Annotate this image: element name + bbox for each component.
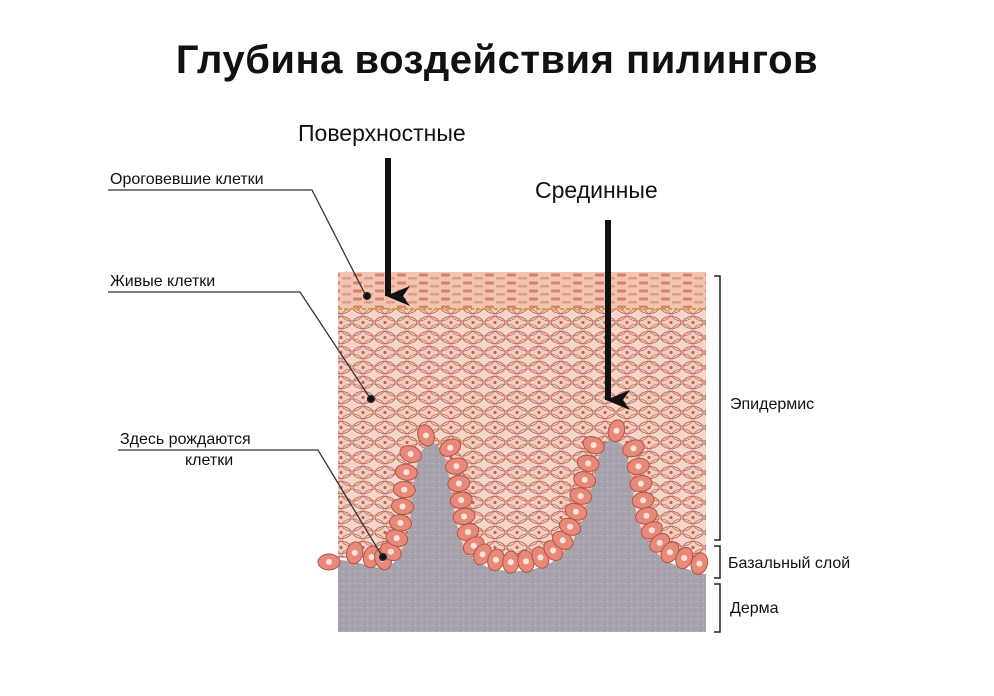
basal-cell-nucleus	[507, 559, 514, 566]
basal-cell-nucleus	[479, 551, 486, 558]
epidermis-bracket	[714, 275, 721, 541]
basal-cell-nucleus	[407, 451, 414, 458]
basal-cell-nucleus	[458, 497, 465, 504]
basal-cell-nucleus	[681, 554, 688, 561]
basal-cell-nucleus	[656, 539, 663, 546]
basal-cell-nucleus	[581, 476, 588, 483]
basal-cell-nucleus	[455, 480, 462, 487]
basal-cell-nucleus	[643, 512, 650, 519]
dermis-label: Дерма	[730, 600, 779, 617]
keratinized-leader	[108, 189, 372, 301]
basal-cell-nucleus	[447, 444, 454, 451]
living-label: Живые клетки	[110, 273, 216, 290]
basal-cell-nucleus	[613, 427, 620, 434]
basal-cell-nucleus	[387, 548, 394, 555]
basal-cell-nucleus	[550, 547, 557, 554]
basal-cell-nucleus	[403, 469, 410, 476]
living-leader	[108, 291, 376, 404]
basal-cell-nucleus	[590, 442, 597, 449]
basal-cell-nucleus	[648, 527, 655, 534]
basal-cell-nucleus	[640, 497, 647, 504]
basal-cell-nucleus	[635, 463, 642, 470]
basal-cell-nucleus	[630, 445, 637, 452]
basal-cell-nucleus	[393, 535, 400, 542]
basal-cell-row	[317, 419, 709, 575]
basal-cell-nucleus	[401, 486, 408, 493]
basal-cell-nucleus	[461, 513, 468, 520]
basal-cell-nucleus	[453, 463, 460, 470]
basal-cell-nucleus	[368, 553, 375, 560]
dermis-bracket	[714, 583, 721, 633]
dermis-layer	[338, 439, 706, 632]
basal-cell-nucleus	[326, 559, 332, 565]
basal-bracket	[714, 545, 721, 579]
superficial-arrow-label: Поверхностные	[298, 120, 466, 146]
basal-cell-nucleus	[537, 554, 544, 561]
basal-cell-nucleus	[397, 519, 404, 526]
basal-cell-nucleus	[696, 560, 703, 567]
born-label-line1: Здесь рождаются	[120, 431, 251, 448]
epidermis-label: Эпидермис	[730, 396, 815, 413]
basal-cell-nucleus	[567, 523, 574, 530]
born-label-line2: клетки	[185, 452, 234, 469]
born-leader	[118, 449, 388, 562]
basal-cell-nucleus	[399, 503, 406, 510]
basal-cell-nucleus	[637, 480, 644, 487]
basal-cell-nucleus	[492, 556, 499, 563]
basal-cell-nucleus	[666, 549, 673, 556]
basal-cell-nucleus	[470, 542, 477, 549]
basal-layer-label: Базальный слой	[728, 555, 851, 572]
medium-arrow-label: Срединные	[535, 177, 658, 203]
keratinized-label: Ороговевшие клетки	[110, 171, 264, 188]
basal-cell-nucleus	[585, 460, 592, 467]
keratinized-layer	[338, 272, 706, 308]
basal-cell-nucleus	[351, 549, 358, 556]
basal-cell-nucleus	[577, 492, 584, 499]
basal-cell-nucleus	[465, 529, 472, 536]
basal-cell-nucleus	[522, 558, 529, 565]
diagram-title: Глубина воздействия пилингов	[175, 38, 819, 82]
basal-cell-nucleus	[559, 537, 566, 544]
basal-cell-nucleus	[572, 508, 579, 515]
basal-cell-nucleus	[422, 432, 429, 439]
